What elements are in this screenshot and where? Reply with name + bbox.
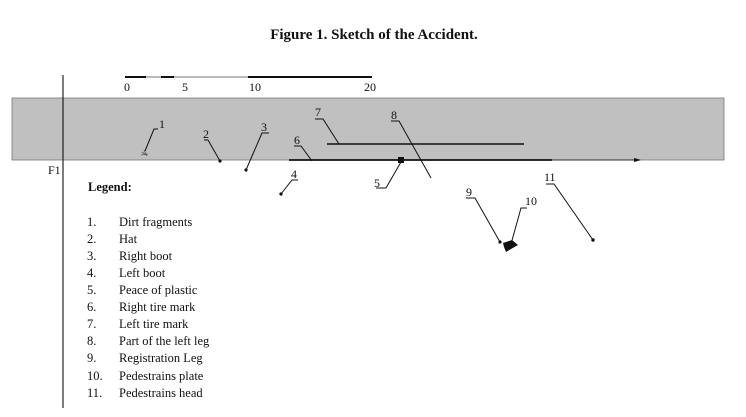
marker-8-leader (391, 120, 432, 179)
marker-4-leader (280, 179, 298, 195)
scale-tick-label: 10 (249, 80, 261, 94)
legend-number: 4. (87, 266, 96, 280)
reference-label: F1 (48, 163, 61, 177)
marker-9-leader (466, 197, 501, 243)
marker-6-leader (294, 145, 313, 162)
legend-number: 1. (87, 215, 96, 229)
marker-label: 6 (294, 133, 300, 147)
arrow-icon (634, 158, 641, 162)
legend-number: 11. (87, 386, 102, 400)
marker-label: 7 (315, 105, 321, 119)
legend: Legend: 1. Dirt fragments 2. Hat 3. Righ… (87, 180, 210, 400)
legend-number: 5. (87, 283, 96, 297)
legend-number: 10. (87, 369, 103, 383)
road (11, 97, 725, 161)
legend-number: 6. (87, 300, 96, 314)
legend-label: Left boot (119, 266, 166, 280)
right-boot-position (244, 168, 248, 172)
legend-title: Legend: (88, 180, 132, 194)
legend-number: 2. (87, 232, 96, 246)
marker-2-leader (204, 139, 221, 162)
left-boot-position (279, 192, 283, 196)
marker-1-leader (144, 128, 158, 152)
legend-label: Right boot (119, 249, 173, 263)
legend-number: 3. (87, 249, 96, 263)
scale-tick-label: 5 (182, 80, 188, 94)
legend-label: Right tire mark (119, 300, 196, 314)
marker-3-leader (245, 132, 269, 171)
registration-leg-position (498, 240, 502, 244)
scale-tick-label: 0 (124, 80, 130, 94)
pedestrian-plate-shape (503, 240, 518, 252)
marker-10-leader (510, 207, 527, 245)
marker-11-leader (546, 183, 594, 241)
legend-label: Left tire mark (119, 317, 189, 331)
legend-label: Dirt fragments (119, 215, 192, 229)
marker-label: 8 (391, 108, 397, 122)
plastic-piece (398, 157, 404, 163)
hat-position (218, 159, 222, 163)
marker-label: 9 (466, 185, 472, 199)
marker-label: 4 (291, 167, 297, 181)
legend-label: Hat (119, 232, 138, 246)
dirt-fragments (140, 149, 149, 157)
scale-tick-label: 20 (364, 80, 376, 94)
marker-label: 1 (159, 117, 165, 131)
marker-label: 2 (203, 127, 209, 141)
pedestrian-head-position (591, 238, 595, 242)
legend-label: Part of the left leg (119, 334, 210, 348)
legend-number: 7. (87, 317, 96, 331)
scale-bar: 0 5 10 20 (124, 76, 376, 94)
legend-label: Peace of plastic (119, 283, 198, 297)
marker-label: 10 (525, 194, 537, 208)
figure-title: Figure 1. Sketch of the Accident. (270, 27, 478, 43)
legend-label: Registration Leg (119, 351, 203, 365)
legend-number: 8. (87, 334, 96, 348)
legend-label: Pedestrains plate (119, 369, 204, 383)
legend-label: Pedestrains head (119, 386, 203, 400)
marker-label: 5 (374, 176, 380, 190)
marker-5-leader (376, 161, 402, 189)
marker-label: 11 (544, 170, 556, 184)
marker-label: 3 (261, 120, 267, 134)
legend-number: 9. (87, 351, 96, 365)
marker-7-leader (315, 118, 340, 145)
